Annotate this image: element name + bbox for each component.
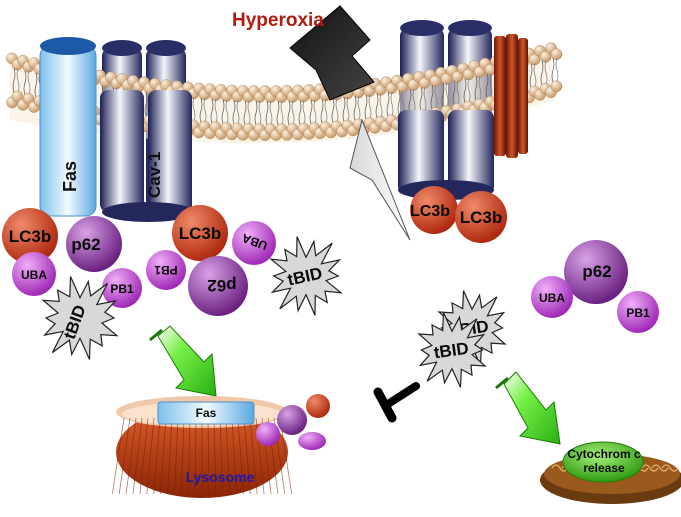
svg-text:UBA: UBA (539, 291, 565, 305)
hyperoxia-title: Hyperoxia (232, 10, 324, 31)
inhibition-icon (373, 382, 420, 423)
svg-text:UBA: UBA (21, 268, 47, 282)
fas-label: Fas (60, 161, 80, 192)
svg-text:LC3b: LC3b (9, 227, 52, 246)
pb1-left: PB1 (102, 268, 142, 308)
hyperoxia-bolt-icon (289, 5, 411, 241)
uba-free: UBA (531, 276, 573, 318)
p62-left: p62 (66, 216, 122, 272)
pb1-free: PB1 (617, 291, 659, 333)
tbid-burst-left: tBID (41, 276, 119, 360)
lc3b-middle: LC3b (172, 205, 228, 261)
arrow-to-lysosome-icon (149, 325, 217, 397)
svg-text:LC3b: LC3b (410, 203, 450, 220)
fas-receptor: Fas (39, 37, 97, 217)
cav1-protein: Cav-1 (100, 90, 194, 222)
lysosome: Fas Lysosome (111, 394, 330, 498)
p62-free: p62 (564, 240, 628, 304)
cytochrome-label-1: Cytochrom c (567, 447, 641, 461)
svg-text:p62: p62 (582, 262, 611, 281)
cytochrome-label-2: release (583, 461, 625, 475)
mitochondrion: Cytochrom c release (540, 441, 681, 504)
tbid-burst-middle: tBID (269, 236, 343, 316)
cav1-label: Cav-1 (145, 152, 164, 198)
svg-text:tBID: tBID (433, 339, 470, 363)
svg-text:PB1: PB1 (154, 263, 178, 277)
uba-left: UBA (12, 252, 56, 296)
lc3b-right-partial: LC3b (410, 186, 458, 234)
tbid-burst-right-bottom: tBID (417, 312, 487, 388)
lysosome-label: Lysosome (186, 469, 255, 485)
svg-text:LC3b: LC3b (460, 208, 503, 227)
svg-text:PB1: PB1 (626, 306, 650, 320)
arrow-to-mitochondrion-icon (495, 371, 561, 445)
svg-text:p62: p62 (207, 276, 236, 295)
svg-text:p62: p62 (71, 235, 100, 254)
svg-text:LC3b: LC3b (179, 224, 222, 243)
p62-flipped: p62 (188, 256, 248, 316)
lysosome-fas-label: Fas (196, 406, 217, 420)
tbid-bursts: tBIDtBIDtBIDtBIDtBID (41, 236, 507, 483)
lc3b-left: LC3b (2, 208, 58, 264)
pb1-flipped: PB1 (146, 250, 186, 290)
uba-flipped: UBA (232, 221, 276, 265)
svg-text:PB1: PB1 (110, 282, 134, 296)
ion-channel (494, 34, 528, 158)
lc3b-right: LC3b (455, 191, 507, 243)
